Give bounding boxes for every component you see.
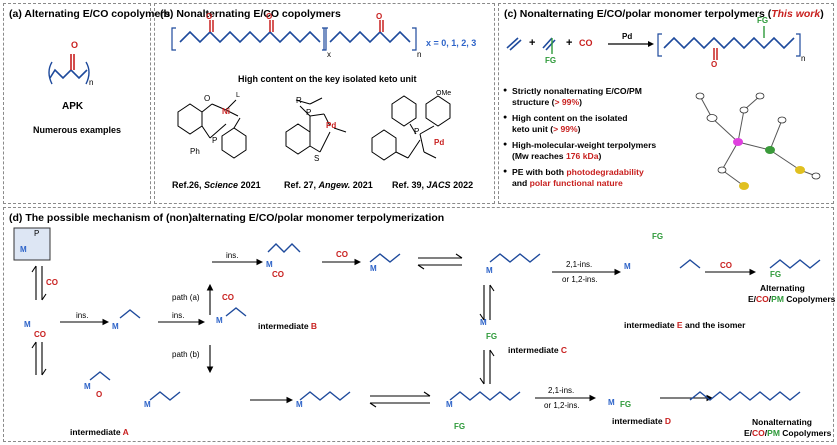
- cat3-ome: OMe: [436, 90, 452, 97]
- cat1-o: O: [204, 94, 211, 103]
- intermediate-a-label: intermediate A: [70, 427, 129, 437]
- x-subscript: x: [327, 50, 331, 59]
- panel-c-title: (c) Nonalternating E/CO/polar monomer te…: [504, 8, 824, 20]
- intermediate-d-label: intermediate D: [612, 416, 672, 426]
- arrow-ins-2: ins.: [172, 311, 185, 320]
- keto-o-1: O: [206, 12, 213, 21]
- metal-m-11: M: [446, 400, 453, 409]
- bullet-1: Strictly nonalternating E/CO/PMstructure…: [503, 86, 642, 107]
- co-ligand-1: CO: [34, 330, 46, 339]
- path-a-label: path (a): [172, 293, 200, 302]
- alternating-product-line2: E/CO/PM Copolymers: [748, 294, 836, 304]
- arrow-co-3: CO: [222, 293, 234, 302]
- panel-d-title: (d) The possible mechanism of (non)alter…: [9, 212, 445, 224]
- arrow-ins-3: ins.: [226, 251, 239, 260]
- apk-caption: Numerous examples: [33, 125, 122, 135]
- fg-product-label: FG: [757, 16, 769, 25]
- keto-o-3: O: [376, 12, 383, 21]
- cat2-p: P: [306, 108, 312, 117]
- fg-label-d2: FG: [620, 400, 632, 409]
- cat2-so3: S: [314, 154, 320, 163]
- x-values-label: x = 0, 1, 2, 3: [426, 38, 477, 48]
- cat2-r: R: [296, 96, 302, 105]
- catalyst-ref-3: Ref. 39, JACS 2022: [392, 180, 474, 190]
- metal-m-2: M: [112, 322, 119, 331]
- ins-21-top: 2,1-ins.: [566, 260, 593, 269]
- apk-oxygen-label: O: [71, 40, 79, 50]
- co-ligand-3: O: [96, 390, 103, 399]
- box-p: P: [34, 229, 40, 238]
- arrow-co-4: CO: [720, 261, 732, 270]
- panel-a: (a) Alternating E/CO copolymers: [3, 3, 170, 204]
- nonalternating-product-line1: Nonalternating: [752, 417, 812, 427]
- cat3-p: P: [414, 127, 420, 136]
- arrow-co-1: CO: [46, 278, 58, 287]
- fg-label-d1: FG: [454, 422, 466, 431]
- catalyst-ref-2: Ref. 27, Angew. 2021: [284, 180, 373, 190]
- apk-n-label: n: [89, 78, 94, 87]
- metal-m-10: M: [296, 400, 303, 409]
- box-m: M: [20, 245, 27, 254]
- fg-reagent: FG: [545, 56, 557, 65]
- plus-sign-2: +: [566, 37, 573, 49]
- product-n-label: n: [801, 54, 806, 63]
- panel-d: (d) The possible mechanism of (non)alter…: [3, 207, 834, 442]
- co-ligand-5: CO: [272, 270, 284, 279]
- alternating-product-line1: Alternating: [760, 283, 805, 293]
- or-12-top: or 1,2-ins.: [562, 275, 598, 284]
- metal-m-4: M: [216, 316, 223, 325]
- metal-m-3: M: [84, 382, 91, 391]
- panel-b: (b) Nonalternating E/CO copolymers: [154, 3, 495, 204]
- panel-c: (c) Nonalternating E/CO/polar monomer te…: [498, 3, 834, 204]
- metal-m-9: M: [144, 400, 151, 409]
- metal-m-5: M: [266, 260, 273, 269]
- or-12-bottom: or 1,2-ins.: [544, 401, 580, 410]
- catalyst-ref-1: Ref.26, Science 2021: [172, 180, 261, 190]
- cat2-pd: Pd: [326, 121, 337, 130]
- metal-m-13: M: [624, 262, 631, 271]
- co-reagent: CO: [579, 38, 593, 48]
- keto-o-2: O: [266, 12, 273, 21]
- plus-sign-1: +: [529, 37, 536, 49]
- cat1-ph: Ph: [190, 147, 200, 156]
- apk-name: APK: [62, 101, 84, 112]
- pd-catalyst-label: Pd: [622, 32, 633, 41]
- intermediate-b-label: intermediate B: [258, 321, 318, 331]
- fg-label-alt: FG: [770, 270, 782, 279]
- intermediate-e-label: intermediate E and the isomer: [624, 320, 746, 330]
- fg-label-c: FG: [486, 332, 498, 341]
- path-b-label: path (b): [172, 350, 200, 359]
- metal-m-12: M: [608, 398, 615, 407]
- arrow-co-2: CO: [336, 250, 348, 259]
- arrow-ins-1: ins.: [76, 311, 89, 320]
- fg-label-e: FG: [652, 232, 664, 241]
- panel-b-subtitle: High content on the key isolated keto un…: [238, 74, 417, 84]
- metal-m-1: M: [24, 320, 31, 329]
- cat1-p: P: [212, 136, 218, 145]
- product-keto-o: O: [711, 60, 718, 69]
- this-work-highlight: This work: [771, 8, 821, 20]
- nonalternating-product-line2: E/CO/PM Copolymers: [744, 428, 832, 438]
- intermediate-c-label: intermediate C: [508, 345, 568, 355]
- panel-a-title: (a) Alternating E/CO copolymers: [9, 8, 171, 20]
- metal-m-8: M: [480, 318, 487, 327]
- panel-b-title: (b) Nonalternating E/CO copolymers: [160, 8, 341, 20]
- cat3-pd: Pd: [434, 138, 445, 147]
- n-subscript: n: [417, 50, 422, 59]
- bullet-3: High-molecular-weight terpolymers(Mw rea…: [503, 140, 656, 161]
- metal-m-7: M: [486, 266, 493, 275]
- metal-m-6: M: [370, 264, 377, 273]
- cat1-l: L: [236, 92, 240, 99]
- cat1-ni: Ni: [222, 107, 230, 116]
- ins-21-bottom: 2,1-ins.: [548, 386, 575, 395]
